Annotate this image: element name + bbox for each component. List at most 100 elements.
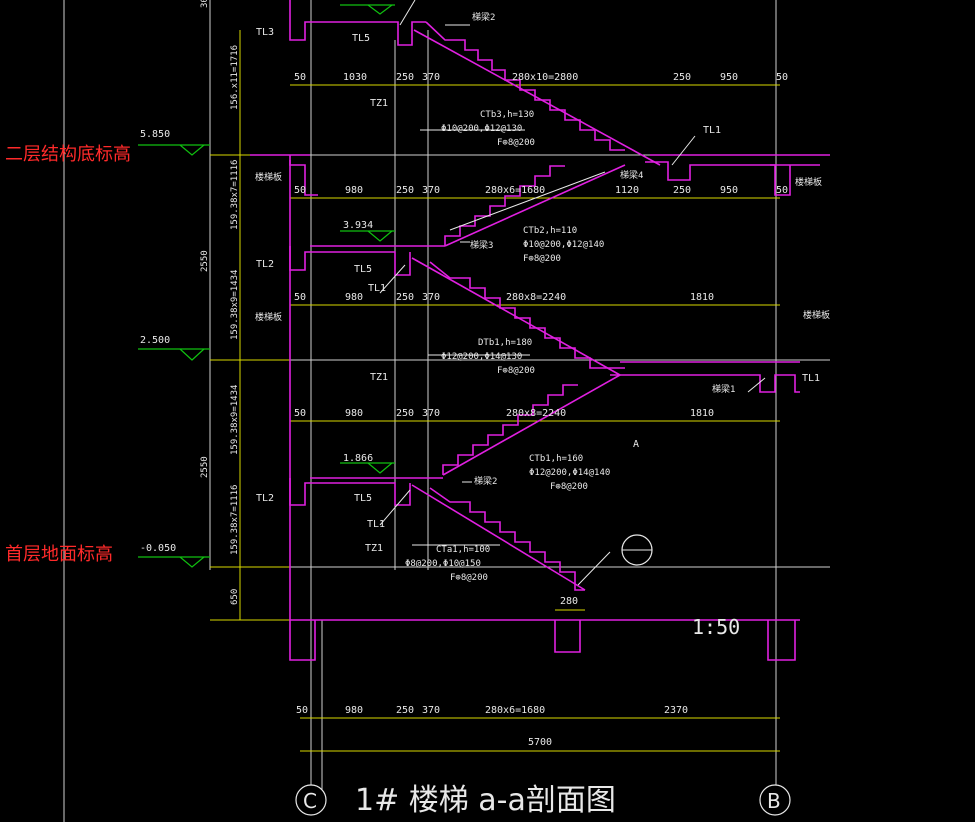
svg-text:CTb1,h=160: CTb1,h=160 [529, 454, 583, 464]
svg-text:250: 250 [673, 185, 691, 196]
svg-text:250: 250 [396, 185, 414, 196]
svg-text:2370: 2370 [664, 705, 688, 716]
vdim-top-cut: 30 [200, 0, 210, 8]
svg-text:1120: 1120 [615, 185, 639, 196]
svg-text:CTb3,h=130: CTb3,h=130 [480, 110, 534, 120]
svg-text:980: 980 [345, 705, 363, 716]
svg-text:TL1: TL1 [368, 283, 386, 294]
svg-text:50: 50 [294, 408, 306, 419]
svg-text:楼梯板: 楼梯板 [255, 311, 282, 323]
svg-text:CTb2,h=110: CTb2,h=110 [523, 226, 577, 236]
dim-row-1: 50 1030 250 370 280x10=2800 250 950 50 [294, 72, 788, 83]
svg-text:F⊕8@200: F⊕8@200 [523, 254, 561, 264]
svg-text:F⊕8@200: F⊕8@200 [497, 366, 535, 376]
svg-text:370: 370 [422, 292, 440, 303]
section-mark: A [633, 439, 639, 450]
svg-text:TL5: TL5 [352, 33, 370, 44]
svg-text:250: 250 [396, 705, 414, 716]
grid-lines [63, 0, 830, 822]
svg-text:TZ1: TZ1 [370, 98, 388, 109]
svg-text:370: 370 [422, 185, 440, 196]
elevation-0050: -0.050 [140, 543, 176, 554]
svg-text:250: 250 [396, 72, 414, 83]
elevation-1866: 1.866 [343, 453, 373, 464]
svg-text:1810: 1810 [690, 408, 714, 419]
svg-text:280x8=2240: 280x8=2240 [506, 292, 566, 303]
dim-step-280: 280 [560, 596, 578, 607]
svg-text:TZ1: TZ1 [365, 543, 383, 554]
vdim-base: 650 [230, 589, 240, 605]
svg-text:TL2: TL2 [256, 493, 274, 504]
svg-text:370: 370 [422, 705, 440, 716]
drawing-title: 1# 楼梯 a-a剖面图 [355, 783, 616, 818]
svg-text:DTb1,h=180: DTb1,h=180 [478, 338, 532, 348]
svg-text:C: C [303, 789, 317, 813]
svg-text:50: 50 [776, 72, 788, 83]
svg-text:50: 50 [294, 185, 306, 196]
svg-text:TL1: TL1 [367, 519, 385, 530]
svg-text:370: 370 [422, 408, 440, 419]
svg-text:梯梁2: 梯梁2 [474, 475, 497, 487]
svg-text:280x6=1680: 280x6=1680 [485, 705, 545, 716]
svg-text:370: 370 [422, 72, 440, 83]
svg-text:980: 980 [345, 185, 363, 196]
svg-text:CTa1,h=100: CTa1,h=100 [436, 545, 490, 555]
note-second-floor: 二层结构底标高 [5, 144, 131, 165]
svg-text:50: 50 [294, 72, 306, 83]
svg-text:Φ12@200,Φ14@140: Φ12@200,Φ14@140 [529, 468, 610, 478]
elevation-3934: 3.934 [343, 220, 373, 231]
svg-text:楼梯板: 楼梯板 [255, 171, 282, 183]
elevation-2500: 2.500 [140, 335, 170, 346]
vdim-span2: 2550 [200, 456, 210, 478]
svg-text:Φ8@200,Φ10@150: Φ8@200,Φ10@150 [405, 559, 481, 569]
vdim-top: 156.x11=1716 [230, 45, 240, 110]
svg-text:50: 50 [296, 705, 308, 716]
svg-text:280x6=1680: 280x6=1680 [485, 185, 545, 196]
svg-text:Φ10@200,Φ12@140: Φ10@200,Φ12@140 [523, 240, 604, 250]
stair-structure [250, 0, 830, 661]
svg-text:F⊕8@200: F⊕8@200 [497, 138, 535, 148]
svg-text:1030: 1030 [343, 72, 367, 83]
svg-text:B: B [767, 789, 781, 813]
svg-text:1810: 1810 [690, 292, 714, 303]
svg-text:50: 50 [776, 185, 788, 196]
vdim-4: 159.38x7=1116 [230, 485, 240, 555]
dim-row-4: 50 980 250 370 280x8=2240 1810 [294, 408, 714, 419]
svg-text:Φ12@200,Φ14@130: Φ12@200,Φ14@130 [441, 352, 522, 362]
svg-text:楼梯板: 楼梯板 [795, 176, 822, 188]
svg-text:50: 50 [294, 292, 306, 303]
svg-text:楼梯板: 楼梯板 [803, 309, 830, 321]
svg-text:TL5: TL5 [354, 264, 372, 275]
drawing-scale: 1:50 [692, 615, 740, 639]
dim-row-2: 50 980 250 370 280x6=1680 1120 250 950 5… [294, 185, 788, 196]
svg-text:950: 950 [720, 185, 738, 196]
svg-text:TZ1: TZ1 [370, 372, 388, 383]
svg-text:TL1: TL1 [703, 125, 721, 136]
note-ground-floor: 首层地面标高 [5, 544, 113, 565]
level-markers [138, 4, 395, 568]
svg-text:950: 950 [720, 72, 738, 83]
axis-bubble-c: C [295, 784, 327, 816]
svg-text:280x10=2800: 280x10=2800 [512, 72, 578, 83]
svg-text:Φ10@200,Φ12@130: Φ10@200,Φ12@130 [441, 124, 522, 134]
dim-row-5: 50 980 250 370 280x6=1680 2370 [296, 705, 688, 716]
svg-text:280x8=2240: 280x8=2240 [506, 408, 566, 419]
dimension-lines [210, 30, 780, 752]
svg-text:TL5: TL5 [354, 493, 372, 504]
svg-text:TL3: TL3 [256, 27, 274, 38]
svg-text:TL2: TL2 [256, 259, 274, 270]
vdim-2: 159.38x9=1434 [230, 270, 240, 340]
svg-text:F⊕8@200: F⊕8@200 [550, 482, 588, 492]
svg-text:250: 250 [673, 72, 691, 83]
svg-text:250: 250 [396, 292, 414, 303]
svg-text:250: 250 [396, 408, 414, 419]
elevation-5850: 5.850 [140, 129, 170, 140]
vdim-3: 159.38x9=1434 [230, 385, 240, 455]
svg-text:F⊕8@200: F⊕8@200 [450, 573, 488, 583]
dim-total: 5700 [528, 737, 552, 748]
svg-text:980: 980 [345, 292, 363, 303]
svg-text:梯梁1: 梯梁1 [712, 383, 735, 395]
svg-text:TL1: TL1 [802, 373, 820, 384]
svg-text:梯梁4: 梯梁4 [620, 169, 643, 181]
